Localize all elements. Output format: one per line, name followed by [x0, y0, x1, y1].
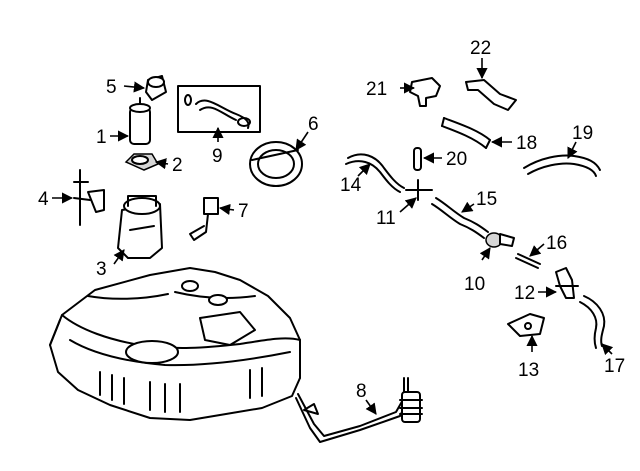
callout-20: 20	[446, 149, 467, 170]
callout-17: 17	[604, 356, 625, 377]
part-16-pipe[interactable]	[515, 253, 541, 269]
callout-1: 1	[96, 127, 107, 148]
part-8-fuel-line[interactable]	[295, 377, 423, 443]
callout-4: 4	[38, 189, 49, 210]
part-10-valve[interactable]	[485, 232, 515, 248]
part-20-pipe[interactable]	[413, 147, 422, 171]
part-14-hose[interactable]	[345, 153, 405, 193]
callout-2: 2	[172, 155, 183, 176]
callout-16: 16	[546, 233, 567, 254]
callout-7: 7	[238, 201, 249, 222]
callout-3: 3	[96, 259, 107, 280]
callout-21: 21	[366, 79, 387, 100]
part-15-hose[interactable]	[431, 197, 489, 239]
part-21-bracket[interactable]	[409, 77, 441, 107]
part-2-strainer[interactable]	[124, 153, 160, 171]
part-7-connector[interactable]	[189, 197, 219, 241]
callout-13: 13	[518, 360, 539, 381]
callout-10: 10	[464, 274, 485, 295]
callout-15: 15	[476, 189, 497, 210]
callout-5: 5	[106, 77, 117, 98]
leader-lines	[52, 58, 614, 415]
part-9-gasket-kit[interactable]	[177, 85, 261, 133]
part-17-hose[interactable]	[579, 295, 606, 349]
callout-22: 22	[470, 38, 491, 59]
callout-8: 8	[356, 381, 367, 402]
callout-9: 9	[212, 146, 223, 167]
part-13-bracket[interactable]	[507, 313, 545, 337]
fuel-tank[interactable]	[49, 267, 301, 421]
part-4-sender[interactable]	[73, 169, 105, 226]
part-11-tee[interactable]	[405, 179, 433, 201]
callout-numbers: 5 1 2 3 4 9 6 7 8 21 22 18 19 20 14 11 1…	[38, 38, 625, 402]
part-3-pump-module[interactable]	[117, 195, 163, 259]
part-18-hose[interactable]	[441, 117, 491, 149]
callout-18: 18	[516, 133, 537, 154]
callout-14: 14	[340, 175, 362, 196]
part-5-connector[interactable]	[145, 75, 167, 101]
callout-12: 12	[514, 283, 535, 304]
part-22-bracket[interactable]	[465, 79, 517, 111]
callout-19: 19	[572, 123, 593, 144]
part-12-connector[interactable]	[555, 267, 579, 299]
part-19-hose[interactable]	[523, 154, 601, 177]
part-1-fuel-pump[interactable]	[129, 97, 151, 145]
part-6-plate[interactable]	[249, 141, 303, 187]
callout-11: 11	[376, 208, 396, 229]
callout-6: 6	[308, 114, 319, 135]
